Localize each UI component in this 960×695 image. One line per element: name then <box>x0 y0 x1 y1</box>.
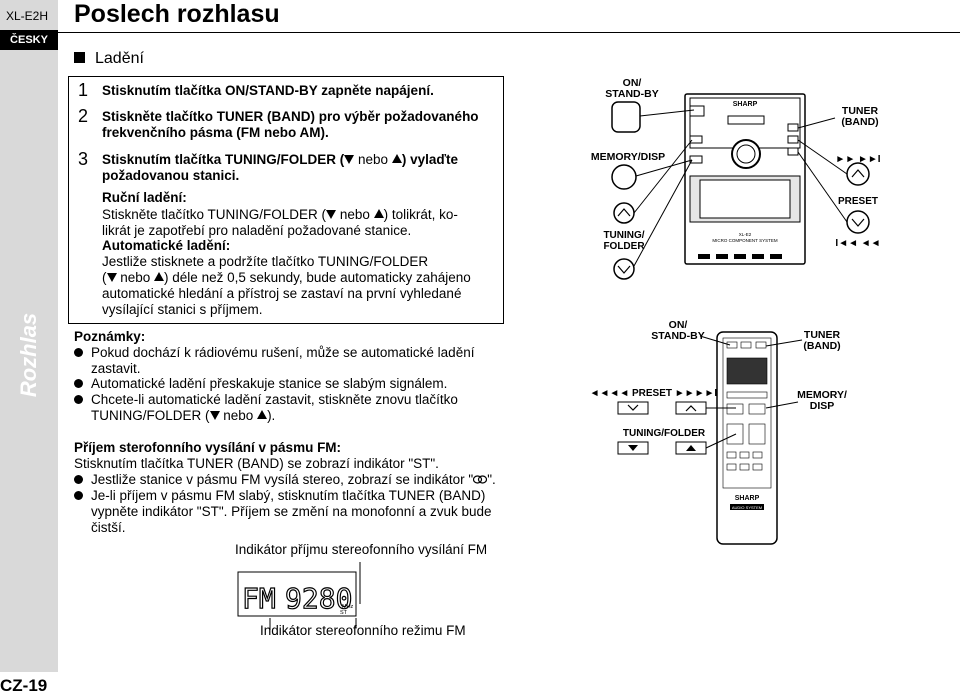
page-title: Poslech rozhlasu <box>74 0 280 28</box>
note-item: Chcete-li automatické ladění zastavit, s… <box>74 392 458 409</box>
lcd-diagram: FM 9280 MHz ST <box>237 562 361 630</box>
stereo-item: Jestliže stanice v pásmu FM vysílá stere… <box>74 472 496 489</box>
model-label: XL-E2H <box>6 9 49 23</box>
note-item: Automatické ladění přeskakuje stanice se… <box>74 376 447 393</box>
remote-system: AUDIO SYSTEM <box>732 505 762 510</box>
page-number: CZ-19 <box>0 676 48 695</box>
unit-diagram: SHARP XL-E2 MICRO COMPONENT SYSTEM ON/ST… <box>591 77 881 280</box>
remote-memory-label: MEMORY/DISP <box>797 389 847 412</box>
manual-text: Stiskněte tlačítko TUNING/FOLDER ( nebo … <box>102 207 458 222</box>
lcd-st: ST <box>340 610 348 616</box>
title-divider <box>58 32 960 33</box>
lcd-band: FM <box>242 582 276 615</box>
bullet-icon <box>74 379 83 388</box>
step-text: Stiskněte tlačítko TUNER (BAND) pro výbě… <box>102 109 479 124</box>
stereo-item: čistší. <box>91 520 126 535</box>
unit-model: XL-E2 <box>739 232 752 237</box>
auto-text: Jestliže stisknete a podržíte tlačítko T… <box>102 254 429 269</box>
bullet-icon <box>74 395 83 404</box>
manual-text: likrát je zapotřebí pro naladění požadov… <box>102 223 412 238</box>
stereo-item: vypněte indikátor "ST". Příjem se změní … <box>91 504 492 519</box>
manual-heading: Ruční ladění: <box>102 190 187 205</box>
page-number-strip <box>0 672 58 695</box>
unit-tuning-label: TUNING/FOLDER <box>603 230 645 252</box>
unit-brand: SHARP <box>733 101 758 108</box>
bullet-icon <box>74 348 83 357</box>
up-triangle-icon <box>257 410 268 419</box>
step-text: frekvenčního pásma (FM nebo AM). <box>102 125 329 140</box>
step-number: 3 <box>78 149 89 169</box>
auto-text: automatické hledání a přístroj se zastav… <box>102 286 462 301</box>
lcd-caption-top: Indikátor příjmu stereofonního vysílání … <box>235 542 488 557</box>
svg-text:I◄◄◄◄ PRESET ►►►►I: I◄◄◄◄ PRESET ►►►►I <box>590 388 717 399</box>
stereo-item: Je-li příjem v pásmu FM slabý, stisknutí… <box>74 488 485 505</box>
section-heading: Ladění <box>74 50 144 68</box>
auto-heading: Automatické ladění: <box>102 238 231 253</box>
lcd-caption-bottom: Indikátor stereofonního režimu FM <box>260 623 466 638</box>
note-item: zastavit. <box>91 361 141 376</box>
svg-text:I◄◄ ◄◄: I◄◄ ◄◄ <box>835 238 880 249</box>
language-tab: ČESKY <box>0 30 58 50</box>
up-triangle-icon <box>373 209 384 218</box>
unit-preset-label: PRESET <box>838 196 878 207</box>
step-number: 2 <box>78 106 89 126</box>
up-triangle-icon <box>154 272 165 281</box>
remote-diagram: SHARP AUDIO SYSTEM ON/STAND-BY TUNER(BAN… <box>590 319 847 545</box>
down-triangle-icon <box>106 273 117 282</box>
stereo-icon <box>473 475 488 484</box>
stereo-heading: Příjem sterofonního vysílání v pásmu FM: <box>74 440 342 455</box>
note-item: TUNING/FOLDER ( nebo ). <box>91 408 276 423</box>
remote-brand: SHARP <box>735 495 760 502</box>
steps-box <box>68 76 504 324</box>
stereo-text: Stisknutím tlačítka TUNER (BAND) se zobr… <box>74 456 439 471</box>
auto-text: vysílající stanici s příjmem. <box>102 302 263 317</box>
bullet-icon <box>74 475 83 484</box>
square-bullet-icon <box>74 52 85 63</box>
bullet-icon <box>74 491 83 500</box>
step-number: 1 <box>78 80 89 100</box>
step-text: požadovanou stanici. <box>102 168 240 183</box>
sidebar <box>0 0 58 695</box>
auto-text: ( nebo ) déle než 0,5 sekundy, bude auto… <box>102 270 471 285</box>
unit-tuner-label: TUNER(BAND) <box>841 105 878 128</box>
remote-tuning-label: TUNING/FOLDER <box>623 428 706 439</box>
side-section-title: Rozhlas <box>16 312 41 398</box>
unit-memory-label: MEMORY/DISP <box>591 151 665 163</box>
note-item: Pokud dochází k rádiovému rušení, může s… <box>74 345 474 362</box>
down-triangle-icon <box>344 155 355 164</box>
notes-heading: Poznámky: <box>74 329 146 344</box>
unit-model-sub: MICRO COMPONENT SYSTEM <box>712 238 777 243</box>
remote-tuner-label: TUNER(BAND) <box>803 329 840 352</box>
unit-on-standby-label: ON/STAND-BY <box>605 77 658 100</box>
step-text: Stisknutím tlačítka TUNING/FOLDER ( nebo… <box>102 152 459 167</box>
down-triangle-icon <box>326 210 337 219</box>
svg-text:►► ►►I: ►► ►►I <box>835 154 880 165</box>
lcd-unit: MHz <box>342 604 354 610</box>
remote-on-standby-label: ON/STAND-BY <box>651 319 704 342</box>
down-triangle-icon <box>209 411 220 420</box>
up-triangle-icon <box>391 154 402 163</box>
step-text: Stisknutím tlačítka ON/STAND-BY zapněte … <box>102 83 434 98</box>
lcd-frequency: 9280 <box>285 582 352 615</box>
